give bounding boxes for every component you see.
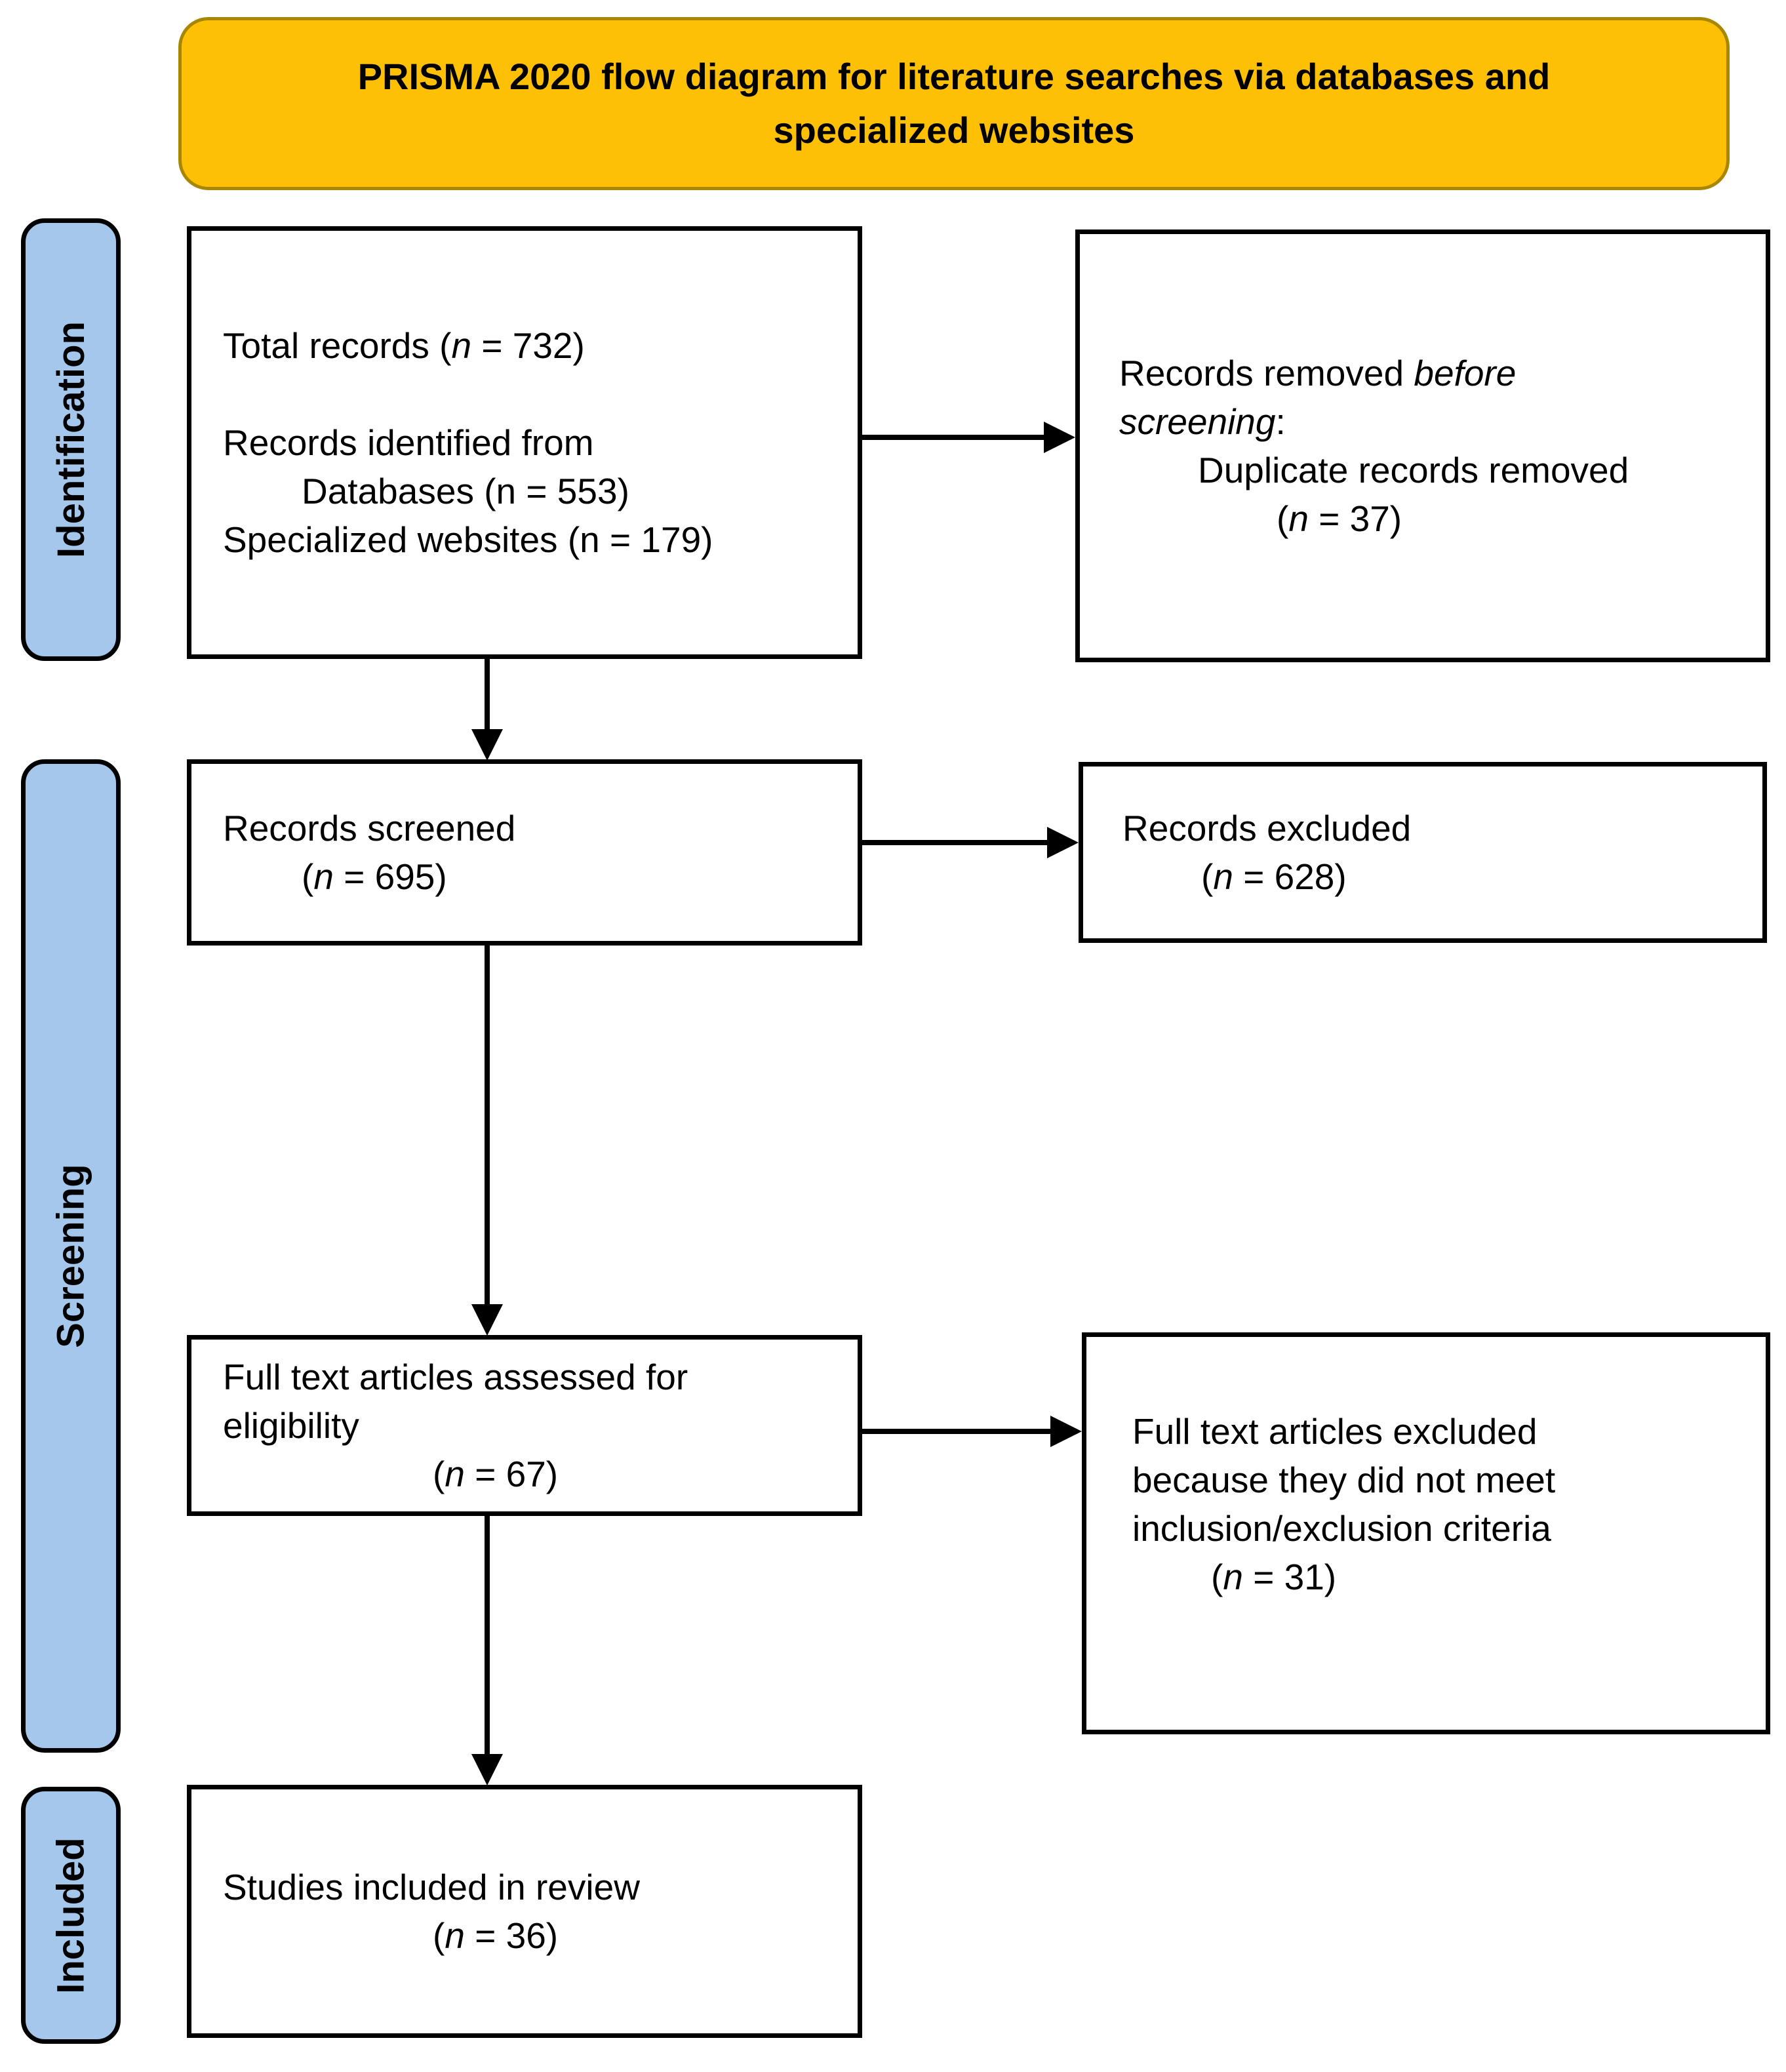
arrow-head (1050, 1416, 1082, 1447)
text-line: Studies included in review (223, 1867, 640, 1907)
stage-identification: Identification (21, 218, 121, 661)
text-line (223, 370, 844, 418)
text-line: Specialized websites (n = 179) (223, 519, 713, 560)
text-line: (n = 37) (1277, 498, 1402, 539)
arrow-shaft (862, 435, 1046, 440)
stage-screening-label: Screening (49, 1164, 92, 1348)
text-line: Records screened (223, 808, 516, 848)
arrow-head (1044, 422, 1075, 453)
text-line: inclusion/exclusion criteria (1132, 1507, 1551, 1549)
text-line: because they did not meet (1132, 1459, 1556, 1500)
arrow-head (471, 1304, 503, 1336)
arrow-head (471, 1754, 503, 1785)
box-total-records: Total records (n = 732) Records identifi… (187, 226, 862, 659)
arrow-shaft (485, 1516, 490, 1756)
arrow-head (1047, 827, 1079, 858)
title-banner: PRISMA 2020 flow diagram for literature … (178, 17, 1730, 190)
text-line: screening: (1119, 401, 1286, 442)
arrow-shaft (485, 946, 490, 1306)
arrow-head (471, 729, 503, 761)
box-fulltext-excluded: Full text articles excluded because they… (1082, 1332, 1770, 1734)
text-line: (n = 67) (433, 1454, 559, 1494)
title-line-1: PRISMA 2020 flow diagram for literature … (357, 56, 1551, 97)
text-line: Total records (n = 732) (223, 325, 585, 366)
box-records-screened: Records screened (n = 695) (187, 759, 862, 946)
text-line: eligibility (223, 1405, 359, 1446)
text-line: Full text articles excluded (1132, 1410, 1538, 1452)
text-line: (n = 31) (1211, 1556, 1337, 1597)
text-line: Databases (n = 553) (302, 471, 629, 511)
arrow-shaft (862, 1429, 1053, 1434)
title-line-2: specialized websites (773, 110, 1135, 151)
text-line: Full text articles assessed for (223, 1357, 688, 1397)
stage-included-label: Included (49, 1837, 92, 1994)
text-line: Duplicate records removed (1198, 450, 1629, 490)
text-line: (n = 695) (302, 856, 447, 897)
stage-identification-label: Identification (49, 321, 92, 558)
text-line: Records excluded (1122, 808, 1412, 848)
text-line: (n = 628) (1201, 856, 1347, 897)
box-records-excluded: Records excluded (n = 628) (1079, 762, 1767, 943)
arrow-shaft (862, 840, 1050, 845)
box-records-removed: Records removed before screening: Duplic… (1075, 229, 1770, 662)
text-line: Records identified from (223, 422, 594, 463)
text-line: Records removed before (1119, 353, 1517, 393)
stage-included: Included (21, 1787, 121, 2044)
text-line: (n = 36) (433, 1915, 559, 1956)
box-studies-included: Studies included in review (n = 36) (187, 1785, 862, 2038)
box-fulltext-assessed: Full text articles assessed for eligibil… (187, 1335, 862, 1516)
arrow-shaft (485, 659, 490, 731)
stage-screening: Screening (21, 759, 121, 1753)
